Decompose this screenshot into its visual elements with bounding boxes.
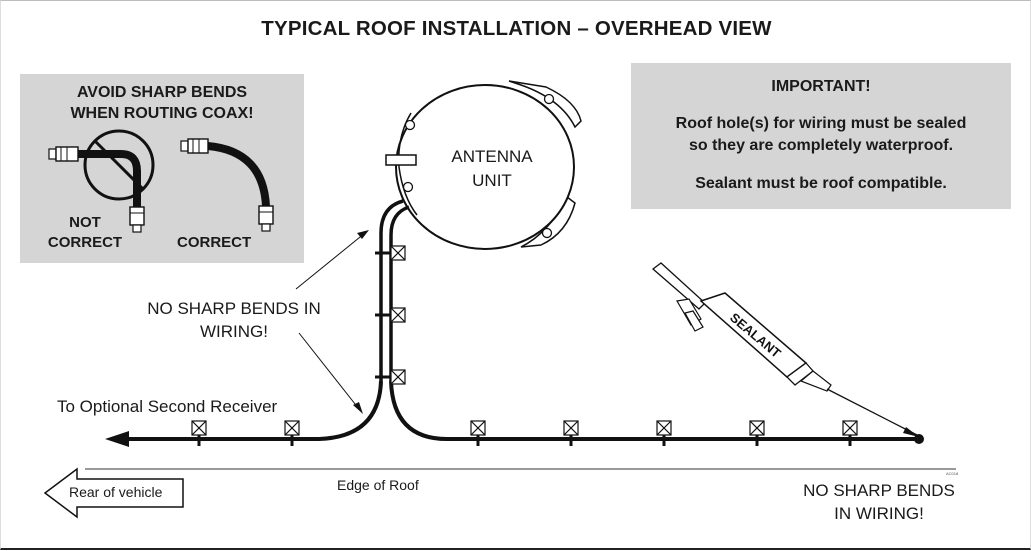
not-correct-label-line2: CORRECT — [47, 234, 123, 251]
rear-of-vehicle-label: Rear of vehicle — [69, 484, 163, 500]
incorrect-coax-example — [48, 129, 155, 233]
important-heading: IMPORTANT! — [771, 78, 871, 95]
not-correct-label-line1: NOT — [69, 214, 101, 231]
callout-right-line1: NO SHARP BENDS — [803, 481, 955, 500]
correct-label: CORRECT — [177, 234, 252, 251]
correct-coax-example — [180, 138, 274, 232]
cable-clips-vertical — [375, 245, 406, 385]
figure-code: AC018 — [946, 471, 959, 476]
important-line1: Roof hole(s) for wiring must be sealed — [675, 115, 967, 132]
sealant-label: SEALANT — [727, 310, 784, 361]
sealant-gun — [651, 262, 919, 437]
diagram-title: TYPICAL ROOF INSTALLATION – OVERHEAD VIE… — [261, 17, 772, 40]
antenna-label-line2: UNIT — [472, 171, 512, 190]
rear-arrow-icon — [43, 467, 184, 519]
callout-arrows — [295, 230, 369, 414]
avoid-heading-line2: WHEN ROUTING COAX! — [70, 105, 254, 122]
antenna-unit — [385, 80, 582, 250]
cable-clips-horizontal — [191, 420, 858, 446]
callout-right-line2: IN WIRING! — [834, 504, 924, 523]
second-receiver-label: To Optional Second Receiver — [57, 397, 278, 416]
important-line2: so they are completely waterproof. — [688, 137, 954, 154]
important-panel — [631, 63, 1011, 209]
avoid-heading-line1: AVOID SHARP BENDS — [76, 84, 248, 101]
coax-cable-route — [105, 199, 924, 447]
edge-of-roof-label: Edge of Roof — [337, 477, 419, 493]
important-line3: Sealant must be roof compatible. — [695, 175, 947, 192]
antenna-label-line1: ANTENNA — [451, 147, 533, 166]
callout-left-line2: WIRING! — [200, 322, 268, 341]
callout-left-line1: NO SHARP BENDS IN — [147, 299, 321, 318]
